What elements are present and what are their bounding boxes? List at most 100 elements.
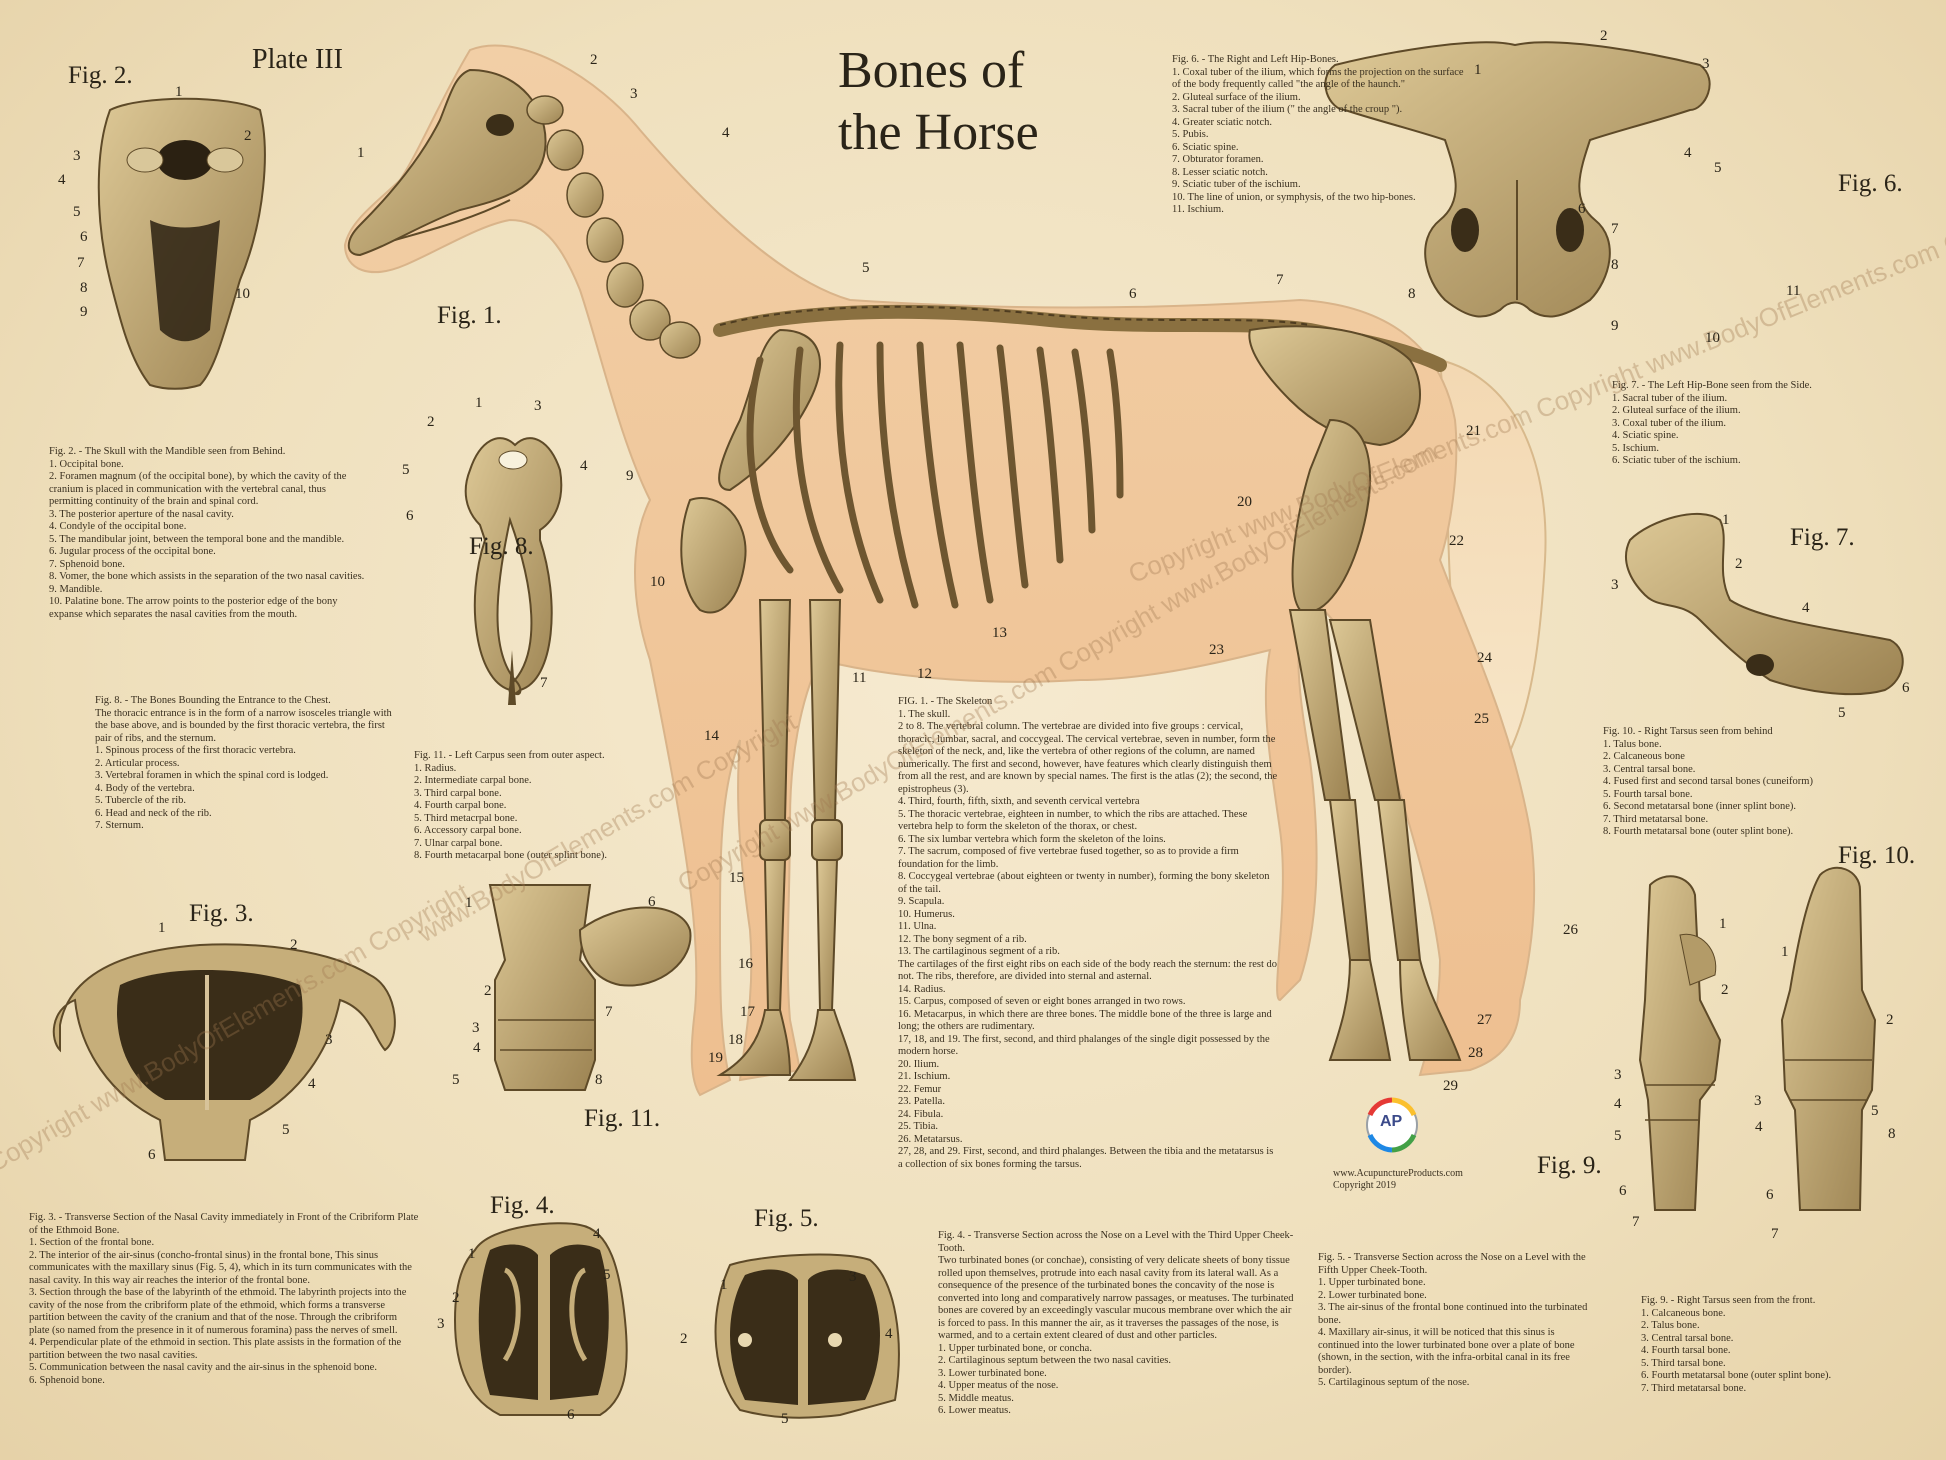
fig3-numbers-label: 4 bbox=[308, 1076, 316, 1092]
fig8-numbers-label: 3 bbox=[534, 398, 542, 414]
pelvis bbox=[1248, 325, 1421, 447]
cervical-vertebrae bbox=[526, 95, 701, 359]
caption-item: 7. Sternum. bbox=[95, 820, 144, 831]
fig3-numbers-label: 5 bbox=[282, 1122, 290, 1138]
fig8-caption: Fig. 8. - The Bones Bounding the Entranc… bbox=[95, 695, 395, 833]
caption-item: 8. Lesser sciatic notch. bbox=[1172, 166, 1268, 178]
fig1-caption-title: FIG. 1. - The Skeleton bbox=[898, 696, 993, 707]
caption-item: 2 to 8. The vertebral column. The verteb… bbox=[898, 721, 1278, 795]
fig2-numbers-label: 8 bbox=[80, 280, 88, 296]
fig7-caption-list: 1. Sacral tuber of the ilium.2. Gluteal … bbox=[1612, 393, 1842, 468]
caption-item: 1. Section of the frontal bone. bbox=[29, 1237, 155, 1248]
fig3-caption-list: 1. Section of the frontal bone.2. The in… bbox=[29, 1237, 419, 1387]
caption-item: 1. Upper turbinated bone, or concha. bbox=[938, 1342, 1092, 1354]
caption-item: 7. Obturator foramen. bbox=[1172, 154, 1264, 165]
fig5-numbers-label: 4 bbox=[885, 1326, 893, 1342]
caption-item: 5. Ischium. bbox=[1612, 442, 1659, 454]
caption-item: 6. Lower meatus. bbox=[938, 1405, 1011, 1416]
caption-item: 2. Intermediate carpal bone. bbox=[414, 775, 532, 786]
fig2-numbers-label: 1 bbox=[175, 84, 183, 100]
rib-cage bbox=[746, 341, 1124, 609]
horse-numbers-label: 27 bbox=[1477, 1012, 1492, 1028]
fig2-caption: Fig. 2. - The Skull with the Mandible se… bbox=[49, 446, 369, 621]
caption-item: 2. Gluteal surface of the ilium. bbox=[1612, 405, 1741, 416]
fig7-numbers-label: 4 bbox=[1802, 600, 1810, 616]
caption-item: 8. Fourth metatarsal bone (outer splint … bbox=[1603, 826, 1794, 837]
caption-item: 16. Metacarpus, in which there are three… bbox=[898, 1008, 1272, 1033]
fig10-numbers-label: 6 bbox=[1619, 1183, 1627, 1199]
fig6-numbers-label: 4 bbox=[1684, 145, 1692, 161]
horse-numbers-label: 18 bbox=[728, 1032, 743, 1048]
fig2-numbers-label: 4 bbox=[58, 172, 66, 188]
caption-item: 5. Third metacrpal bone. bbox=[414, 812, 518, 824]
caption-item: 4. Body of the vertebra. bbox=[95, 782, 195, 794]
caption-item: 10. Palatine bone. The arrow points to t… bbox=[49, 596, 338, 620]
caption-item: 5. Fourth tarsal bone. bbox=[1603, 788, 1693, 800]
fig5-numbers-label: 3 bbox=[849, 1269, 857, 1285]
caption-item: 3. The air-sinus of the frontal bone con… bbox=[1318, 1302, 1588, 1326]
fig10-numbers-label: 3 bbox=[1614, 1067, 1622, 1083]
horse-numbers-label: 11 bbox=[852, 670, 867, 686]
caption-item: 9. Scapula. bbox=[898, 896, 945, 907]
caption-item: 10. Humerus. bbox=[898, 908, 955, 920]
fig2-numbers-label: 5 bbox=[73, 204, 81, 220]
fig7-caption: Fig. 7. - The Left Hip-Bone seen from th… bbox=[1612, 380, 1842, 468]
horse-numbers-label: 3 bbox=[630, 86, 638, 102]
caption-item: 4. Upper meatus of the nose. bbox=[938, 1380, 1059, 1391]
caption-item: 17, 18, and 19. The first, second, and t… bbox=[898, 1033, 1270, 1058]
fig1-caption-list: 1. The skull.2 to 8. The vertebral colum… bbox=[898, 709, 1280, 1172]
fig6-caption-list: 1. Coxal tuber of the ilium, which forms… bbox=[1172, 67, 1472, 217]
caption-item: 7. Third metatarsal bone. bbox=[1641, 1382, 1747, 1394]
fig7-numbers-label: 6 bbox=[1902, 680, 1910, 696]
fig5-label: Fig. 5. bbox=[754, 1205, 819, 1232]
caption-item: 5. Communication between the nasal cavit… bbox=[29, 1362, 377, 1373]
caption-item: 3. Central tarsal bone. bbox=[1603, 763, 1696, 775]
caption-item: 15. Carpus, composed of seven or eight b… bbox=[898, 996, 1186, 1007]
plate-label: Plate III bbox=[252, 44, 343, 75]
fig11-caption: Fig. 11. - Left Carpus seen from outer a… bbox=[414, 750, 644, 863]
caption-item: 7. The sacrum, composed of five vertebra… bbox=[898, 846, 1239, 870]
fig10-numbers-label: 8 bbox=[1888, 1126, 1896, 1142]
caption-item: 13. The cartilaginous segment of a rib. bbox=[898, 946, 1060, 957]
horse-numbers-label: 8 bbox=[1408, 286, 1416, 302]
caption-item: 4. Sciatic spine. bbox=[1612, 430, 1679, 441]
fig4-numbers-label: 4 bbox=[593, 1226, 601, 1242]
fig7-caption-title: Fig. 7. - The Left Hip-Bone seen from th… bbox=[1612, 380, 1812, 391]
fig11-numbers-label: 4 bbox=[473, 1040, 481, 1056]
title-line-1: Bones of bbox=[838, 42, 1025, 99]
caption-item: 9. Mandible. bbox=[49, 583, 103, 595]
fig9-caption: Fig. 9. - Right Tarsus seen from the fro… bbox=[1641, 1295, 1901, 1395]
fig3-numbers-label: 6 bbox=[148, 1147, 156, 1163]
caption-item: 9. Sciatic tuber of the ischium. bbox=[1172, 179, 1301, 190]
horse-numbers-label: 12 bbox=[917, 666, 932, 682]
caption-item: 8. Fourth metacarpal bone (outer splint … bbox=[414, 850, 608, 861]
caption-item: 2. Cartilaginous septum between the two … bbox=[938, 1355, 1171, 1366]
caption-item: 1. The skull. bbox=[898, 708, 951, 720]
caption-item: 5. Pubis. bbox=[1172, 129, 1209, 140]
credit-url[interactable]: www.AcupunctureProducts.com bbox=[1333, 1168, 1463, 1179]
horse-numbers-label: 13 bbox=[992, 625, 1007, 641]
fig4-numbers-label: 3 bbox=[437, 1316, 445, 1332]
caption-item: 6. The six lumbar vertebra which form th… bbox=[898, 833, 1166, 845]
fig9-numbers-label: 2 bbox=[1886, 1012, 1894, 1028]
fig7-numbers-label: 3 bbox=[1611, 577, 1619, 593]
caption-item: 5. Middle meatus. bbox=[938, 1392, 1014, 1404]
fig2-caption-list: 1. Occipital bone.2. Foramen magnum (of … bbox=[49, 459, 369, 622]
caption-item: 2. Gluteal surface of the ilium. bbox=[1172, 91, 1301, 103]
caption-item: 26. Metatarsus. bbox=[898, 1133, 963, 1145]
fig9-tarsus-front-illustration bbox=[1780, 866, 1877, 1211]
caption-item: The cartilages of the first eight ribs o… bbox=[898, 958, 1278, 983]
caption-item: 2. Calcaneous bone bbox=[1603, 751, 1685, 762]
fig6-numbers-label: 1 bbox=[1474, 62, 1482, 78]
fig10-tarsus-behind-illustration bbox=[1638, 875, 1722, 1211]
fig9-numbers-label: 6 bbox=[1766, 1187, 1774, 1203]
fig2-caption-title: Fig. 2. - The Skull with the Mandible se… bbox=[49, 446, 286, 457]
caption-item: 3. Lower turbinated bone. bbox=[938, 1367, 1047, 1379]
fig2-label: Fig. 2. bbox=[68, 62, 133, 89]
fig3-label: Fig. 3. bbox=[189, 900, 254, 927]
fig6-caption-title: Fig. 6. - The Right and Left Hip-Bones. bbox=[1172, 54, 1339, 65]
horse-numbers-label: 1 bbox=[357, 145, 365, 161]
fig2-numbers-label: 7 bbox=[77, 255, 85, 271]
